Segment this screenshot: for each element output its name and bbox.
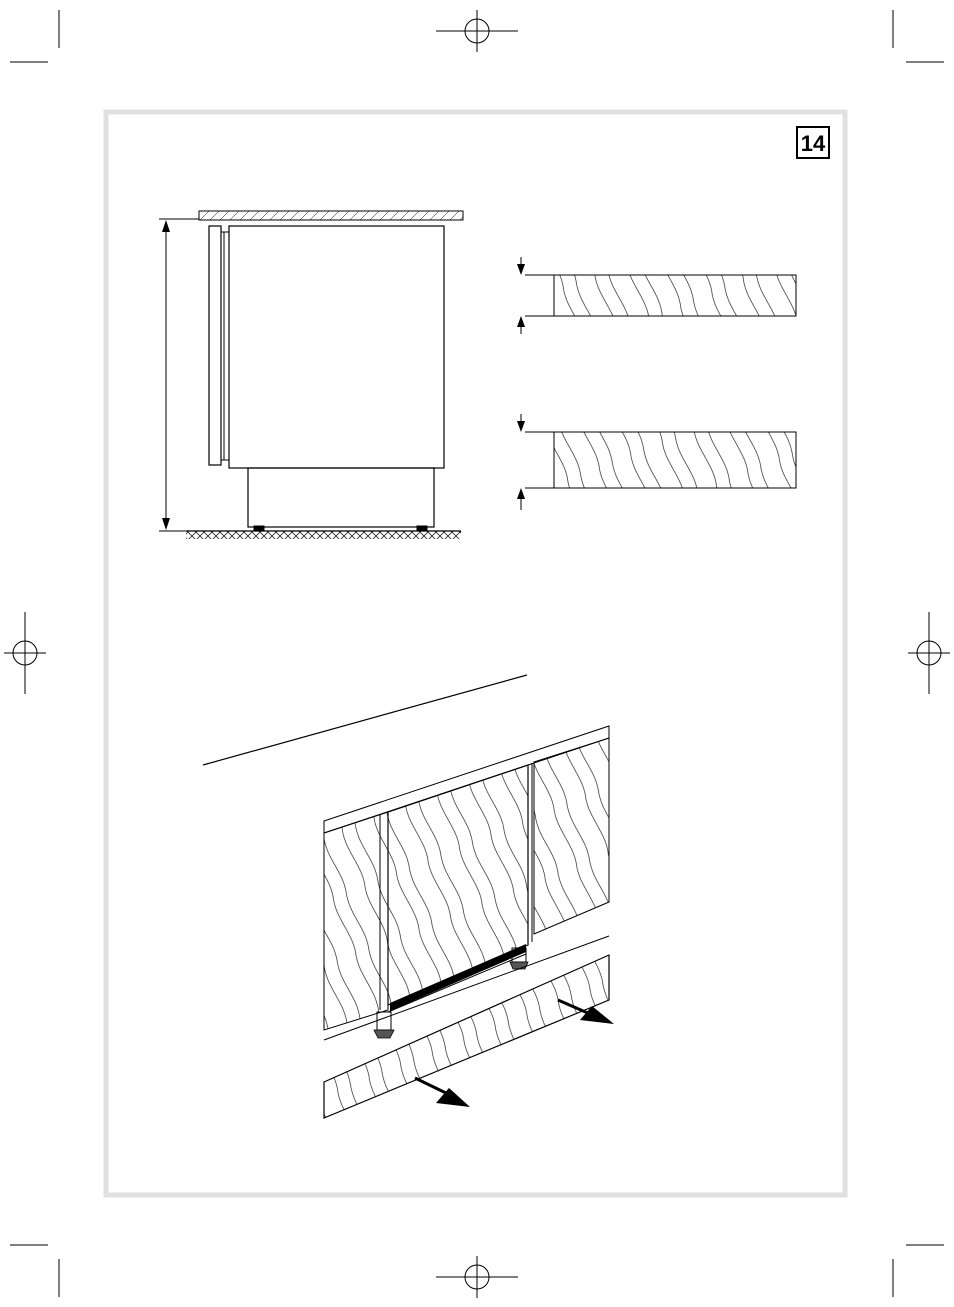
plinth-cross-section-icon: [517, 257, 796, 510]
registration-mark-left: [4, 612, 46, 694]
crop-marks: [10, 10, 944, 1297]
registration-mark-bottom: [436, 1256, 518, 1298]
registration-mark-right: [908, 612, 950, 694]
appliance-side-view-icon: [159, 211, 463, 539]
registration-mark-top: [436, 10, 518, 52]
figure-number-badge: 14: [797, 127, 829, 158]
figure-number: 14: [801, 131, 826, 156]
insert-arrow-left: [415, 1078, 470, 1107]
plinth-install-perspective-icon: [203, 675, 614, 1118]
